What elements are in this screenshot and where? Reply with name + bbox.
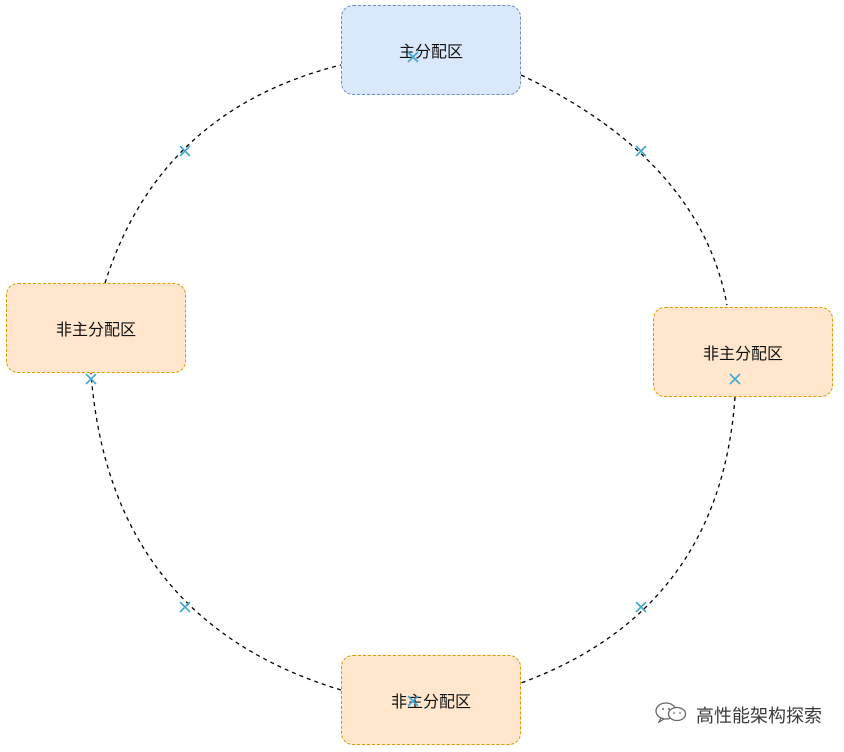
wechat-icon [654, 701, 688, 728]
watermark-text: 高性能架构探索 [696, 705, 822, 727]
ring-arc-top-right [520, 74, 728, 306]
cross-icon [635, 601, 647, 613]
ring-arc-bottom-left [90, 372, 342, 691]
ring-arc-right-bottom [520, 396, 736, 684]
cross-icon [407, 695, 419, 707]
watermark: 高性能架构探索 [654, 701, 822, 728]
cross-icon [729, 373, 741, 385]
non-primary-arena-node-right: 非主分配区 [653, 307, 833, 397]
non-primary-arena-node-left: 非主分配区 [6, 283, 186, 373]
non-primary-arena-node-bottom: 非主分配区 [341, 655, 521, 745]
non-primary-arena-label-bottom: 非主分配区 [390, 692, 471, 711]
cross-icon [85, 373, 97, 385]
cross-icon [635, 145, 647, 157]
primary-arena-node: 主分配区 [341, 5, 521, 95]
non-primary-arena-label-right: 非主分配区 [702, 344, 783, 363]
cross-icon [407, 51, 419, 63]
cross-icon [179, 145, 191, 157]
non-primary-arena-label-left: 非主分配区 [55, 320, 136, 339]
ring-arc-left-top [104, 64, 342, 284]
cross-icon [179, 601, 191, 613]
primary-arena-label: 主分配区 [398, 42, 463, 61]
